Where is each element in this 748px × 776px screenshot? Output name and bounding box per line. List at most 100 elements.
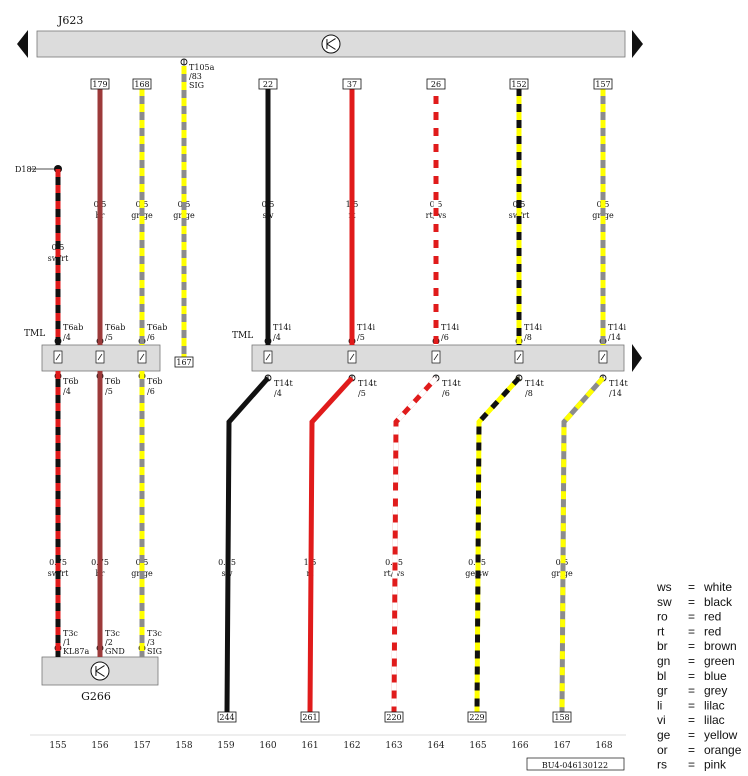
legend-eq: = xyxy=(688,654,695,668)
ref-box-frame xyxy=(342,78,362,90)
column-number: 165 xyxy=(469,741,486,751)
connector-pin: /5 xyxy=(105,387,113,396)
legend-name: white xyxy=(703,580,732,594)
pin-connector: T3c xyxy=(147,629,162,638)
wire-stripe xyxy=(391,376,438,713)
sensor-g266: G266 xyxy=(41,656,159,703)
connector-id: T14i xyxy=(524,323,543,332)
wire-start-ref: 168 xyxy=(132,78,152,90)
ref-box-label: 220 xyxy=(386,713,401,722)
legend-name: green xyxy=(704,654,735,668)
legend-abbr: vi xyxy=(657,713,666,727)
connector-pin: /4 xyxy=(273,333,281,342)
connector-pin: /5 xyxy=(358,389,366,398)
ref-box-label: 229 xyxy=(469,713,484,722)
harness-label: TML xyxy=(232,331,253,341)
pin-function: KL87a xyxy=(63,647,89,656)
legend-name: red xyxy=(704,610,721,624)
continuation-arrow-right xyxy=(632,30,643,58)
connector-id: T14i xyxy=(441,323,460,332)
connector-id: T14t xyxy=(442,379,462,388)
connector-cell-mark xyxy=(55,353,61,361)
connector-id: T14i xyxy=(273,323,292,332)
sensor-symbol-arm xyxy=(95,665,105,672)
drawing-id-frame xyxy=(526,757,625,771)
connector-id: T6ab xyxy=(105,323,125,332)
wire-segment-lower xyxy=(391,376,438,713)
wire-end-ref: 244 xyxy=(217,711,237,723)
wire-end-ref: 167 xyxy=(174,356,194,368)
pin-function: SIG xyxy=(147,647,162,656)
legend-name: black xyxy=(704,595,733,609)
wire-end-ref: 220 xyxy=(384,711,404,723)
wire-start-ref: 26 xyxy=(426,78,446,90)
connector-id: T6ab xyxy=(147,323,167,332)
legend-abbr: rt xyxy=(657,624,665,638)
connector-id: T6b xyxy=(105,377,121,386)
ref-box-label: 167 xyxy=(176,358,191,367)
wire-segment-lower xyxy=(559,376,605,713)
legend-eq: = xyxy=(688,595,695,609)
legend-name: blue xyxy=(704,669,727,683)
legend-eq: = xyxy=(688,698,695,712)
ref-box-frame xyxy=(467,711,487,723)
wire-start-ref: 22 xyxy=(258,78,278,90)
drawing-id: BU4-046130122 xyxy=(526,757,625,771)
sensor-name: G266 xyxy=(81,690,111,703)
wire-end-ref: 229 xyxy=(467,711,487,723)
ref-box-frame xyxy=(552,711,572,723)
pin-number: /2 xyxy=(105,638,113,647)
legend-abbr: sw xyxy=(657,595,672,609)
legend-abbr: gn xyxy=(657,654,670,668)
connector-id: T6ab xyxy=(63,323,83,332)
left-wire-1: D1820.5sw/rtT6ab/4T6b/40.75sw/rtT3c/1KL8… xyxy=(15,165,89,656)
ref-box-frame xyxy=(90,78,110,90)
ref-box-frame xyxy=(132,78,152,90)
connector-pin: /6 xyxy=(441,333,449,342)
branch-function: SIG xyxy=(189,81,204,90)
legend-abbr: ge xyxy=(657,728,671,742)
legend-abbr: gr xyxy=(657,684,668,698)
column-number: 164 xyxy=(427,741,444,751)
ref-box-label: 26 xyxy=(431,80,441,89)
wire-segment-lower xyxy=(307,376,354,713)
ref-box-frame xyxy=(174,356,194,368)
connector-id: T14t xyxy=(358,379,378,388)
wire-segment-lower xyxy=(474,376,521,713)
connector-pin: /5 xyxy=(105,333,113,342)
color-legend: ws=whitesw=blackro=redrt=redbr=browngn=g… xyxy=(656,580,742,772)
ref-box-frame xyxy=(300,711,320,723)
connector-id: T14i xyxy=(608,323,627,332)
connector-id: T6b xyxy=(147,377,163,386)
sensor-symbol xyxy=(90,661,110,681)
legend-eq: = xyxy=(688,669,695,683)
ref-box-label: 244 xyxy=(219,713,234,722)
connector-cell-mark xyxy=(349,353,355,361)
pin-connector: T3c xyxy=(63,629,78,638)
legend-eq: = xyxy=(688,639,695,653)
legend-abbr: bl xyxy=(657,669,666,683)
drawing-id-text: BU4-046130122 xyxy=(542,761,608,770)
connector-pin: /8 xyxy=(524,333,532,342)
connector-pin: /4 xyxy=(274,389,282,398)
connector-pin: /4 xyxy=(63,387,71,396)
connector-cell-mark xyxy=(139,353,145,361)
legend-abbr: rs xyxy=(657,758,667,772)
harness-label: TML xyxy=(24,329,45,339)
legend-abbr: li xyxy=(657,698,662,712)
wire-end-ref: 158 xyxy=(552,711,572,723)
ref-box-label: 168 xyxy=(134,80,149,89)
legend-name: pink xyxy=(704,758,727,772)
wire-start-ref: 37 xyxy=(342,78,362,90)
splice-label: D182 xyxy=(15,165,37,174)
wire-base xyxy=(559,376,605,713)
connector-id: T14t xyxy=(274,379,294,388)
column-number: 166 xyxy=(511,741,528,751)
ref-box-label: 158 xyxy=(554,713,569,722)
pin-connector: T3c xyxy=(105,629,120,638)
connector-pin: /6 xyxy=(147,333,155,342)
